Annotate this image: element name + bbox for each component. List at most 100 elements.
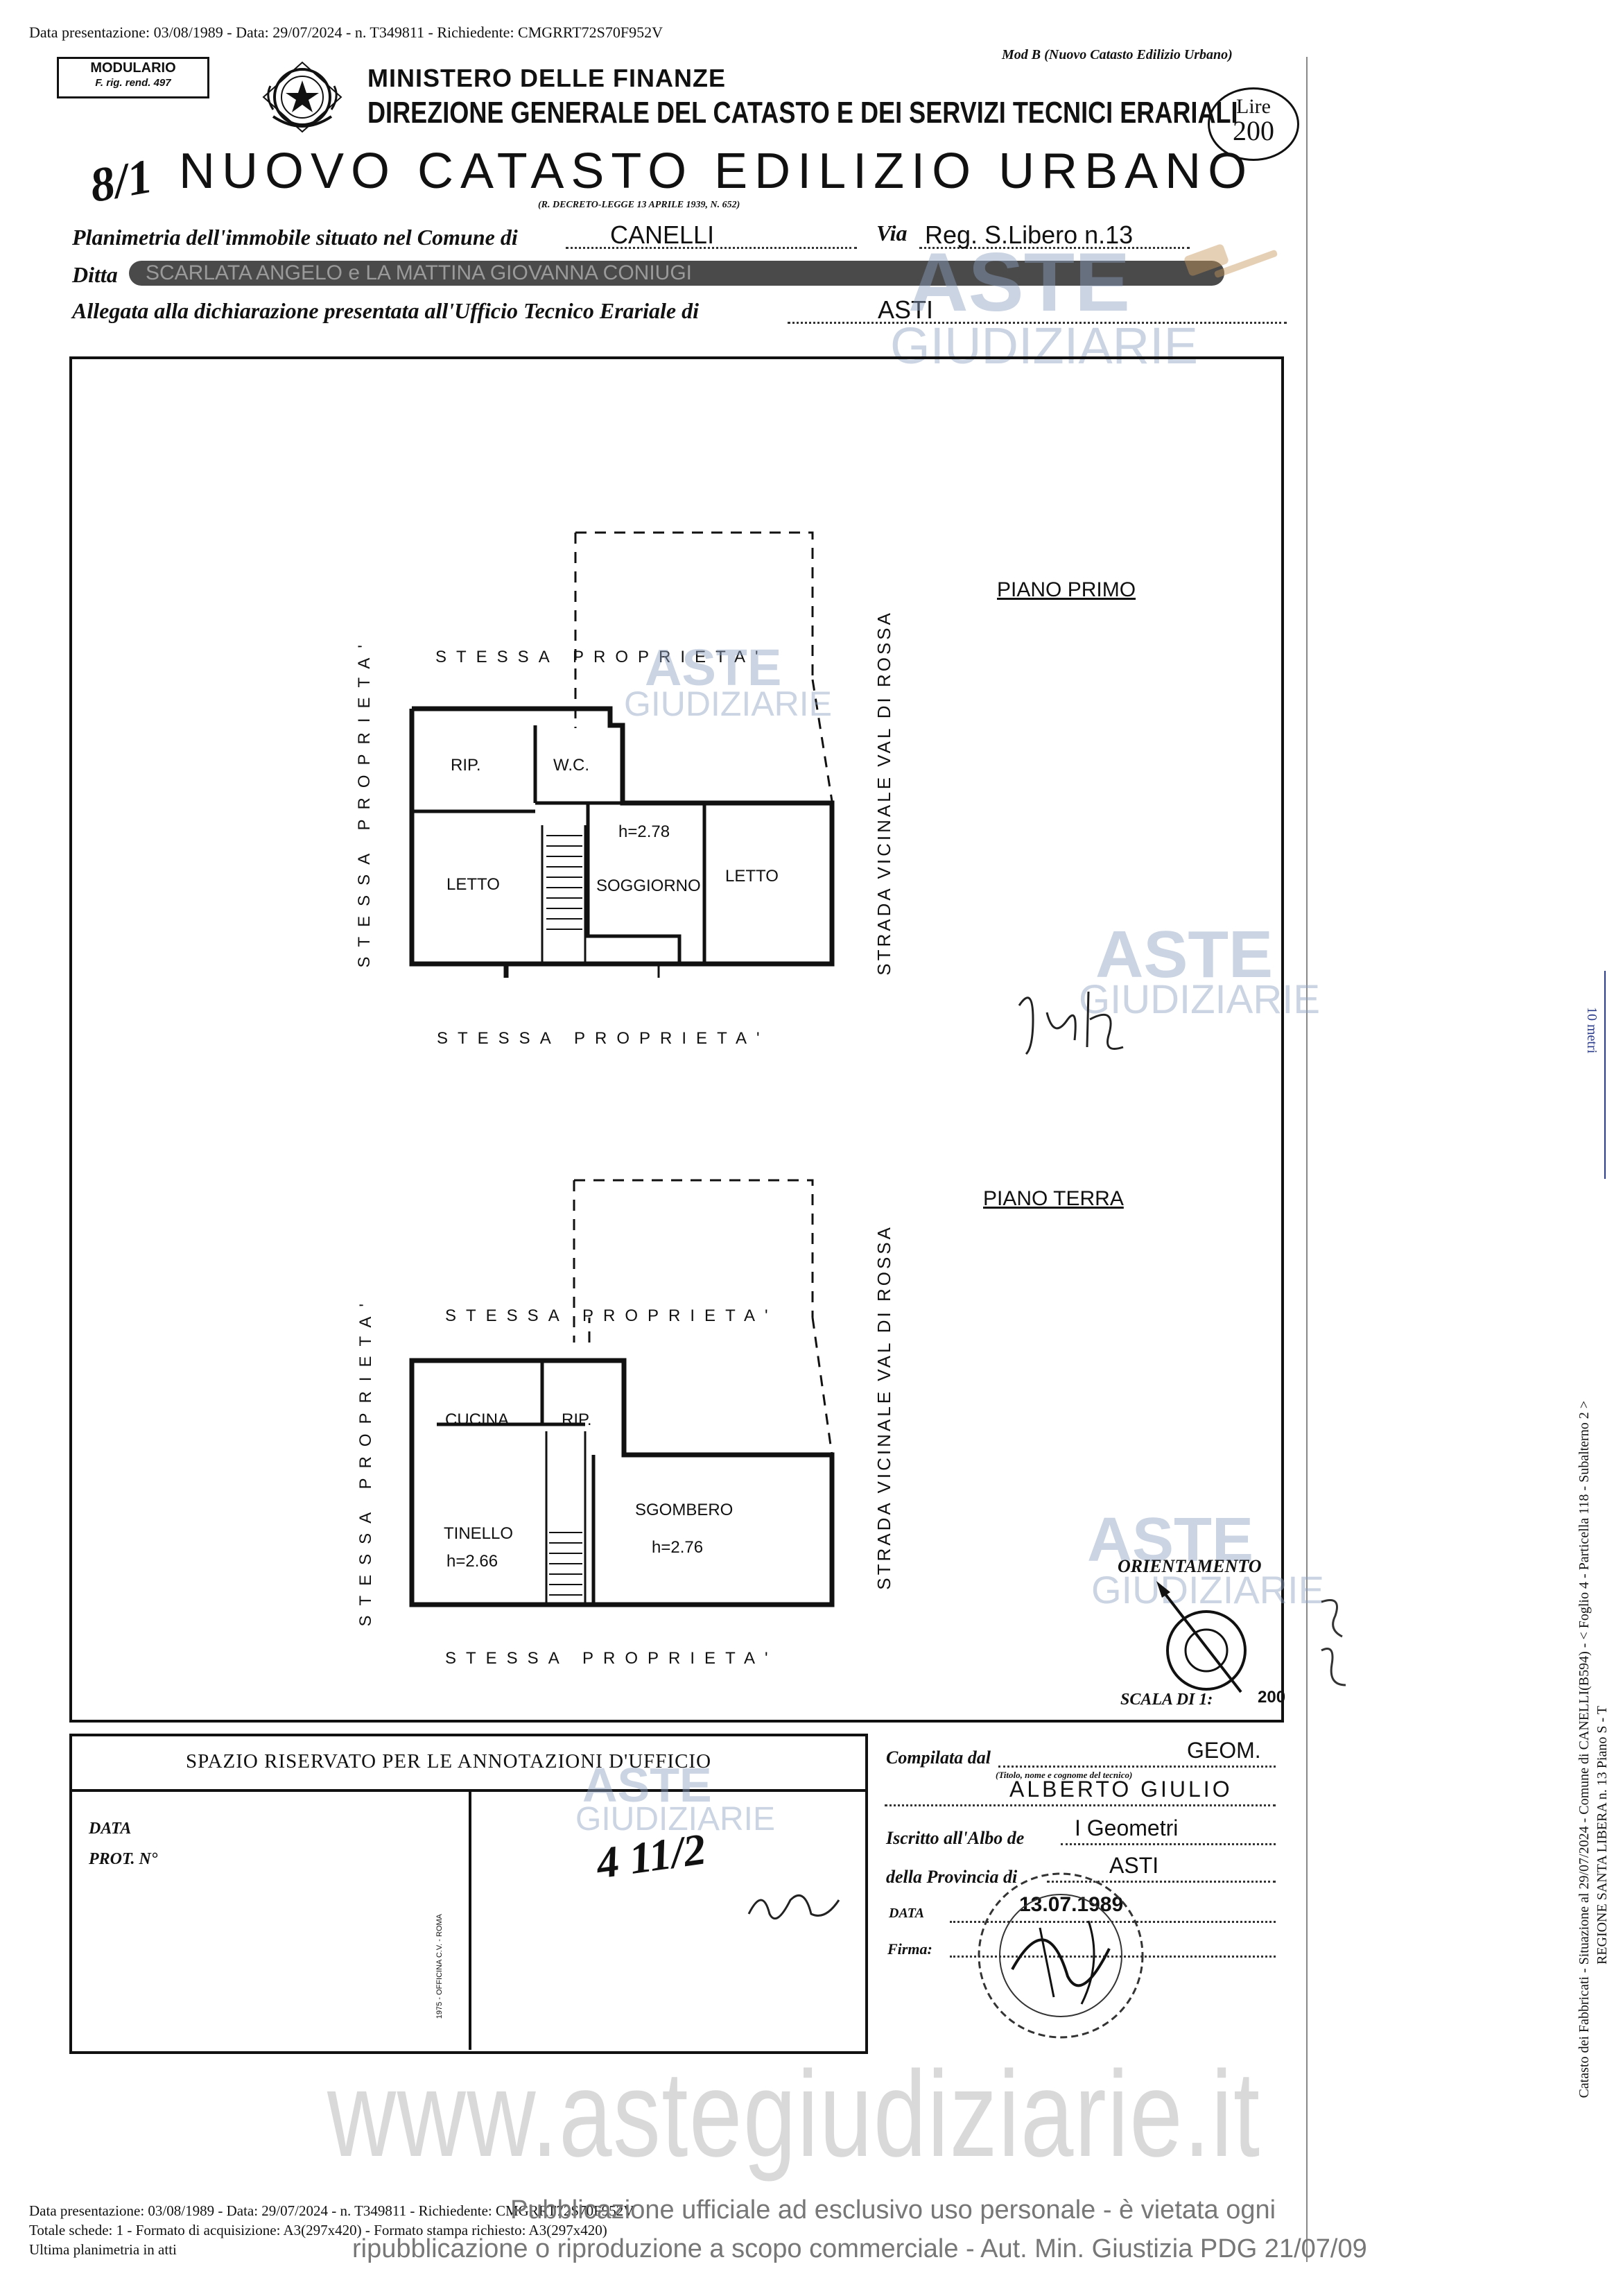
tecnico-title-value: GEOM.: [1187, 1738, 1261, 1763]
room-letto-2: LETTO: [725, 867, 779, 886]
watermark-aste-5: ASTE: [582, 1758, 712, 1812]
footer-line2: Totale schede: 1 - Formato di acquisizio…: [29, 2222, 607, 2238]
room-wc-primo: W.C.: [553, 756, 589, 775]
publication-notice-2: ripubblicazione o riproduzione a scopo c…: [352, 2234, 1367, 2263]
office-data-value: 13.07.1989: [1019, 1893, 1124, 1916]
watermark-giudiziarie-1: GIUDIZIARIE: [890, 317, 1199, 374]
decree-reference: (R. DECRETO-LEGGE 13 APRILE 1939, N. 652…: [538, 200, 740, 210]
side-info-line2: REGIONE SANTA LIBERA n. 13 Piano S - T: [1595, 1706, 1610, 1965]
firma-label: Firma:: [887, 1940, 932, 1958]
watermark-aste-3: ASTE: [1095, 917, 1274, 992]
ufficio-value: ASTI: [878, 295, 934, 324]
watermark-giudiziarie-2: GIUDIZIARIE: [624, 684, 833, 723]
room-soggiorno: SOGGIORNO: [596, 877, 701, 895]
provincia-value: ASTI: [1109, 1853, 1159, 1878]
ditta-label: Ditta: [72, 262, 118, 287]
handwritten-initials-icon: [1018, 991, 1124, 1055]
watermark-giudiziarie-4: GIUDIZIARIE: [1091, 1568, 1325, 1612]
watermark-site: www.astegiudiziarie.it: [327, 2046, 1261, 2182]
footer-line3: Ultima planimetria in atti: [29, 2241, 177, 2258]
room-height-sgombero: h=2.76: [652, 1538, 704, 1557]
ufficio-field: ASTI: [788, 295, 1287, 324]
piano-terra-bottom-label: STESSA PROPRIETA': [445, 1649, 778, 1668]
albo-value: I Geometri: [1075, 1815, 1179, 1840]
tecnico-name-value: ALBERTO GIULIO: [1009, 1777, 1233, 1802]
handwritten-scribble-icon: [747, 1894, 840, 1920]
room-rip-terra: RIP.: [562, 1410, 592, 1429]
piano-terra-title: PIANO TERRA: [983, 1187, 1124, 1210]
office-data-label-2: DATA: [889, 1906, 925, 1921]
scale-value: 200: [1258, 1688, 1286, 1707]
via-value: Reg. S.Libero n.13: [925, 221, 1134, 249]
floor-plan-piano-primo: [409, 531, 835, 978]
piano-terra-top-label: STESSA PROPRIETA': [445, 1306, 778, 1325]
gavel-watermark-icon: [1184, 244, 1278, 278]
footer-line1: Data presentazione: 03/08/1989 - Data: 2…: [29, 2202, 634, 2219]
modulario-box: MODULARIO F. rig. rend. 497: [57, 57, 209, 98]
office-prot-label: PROT. N°: [89, 1850, 158, 1868]
scale-meters-label: 10 metri: [1584, 1007, 1599, 1054]
watermark-aste-4: ASTE: [1087, 1505, 1254, 1575]
room-height-tinello: h=2.66: [446, 1552, 498, 1571]
comune-field: CANELLI: [566, 221, 857, 249]
firma-field: [950, 1931, 1276, 1958]
side-info-line1: Catasto dei Fabbricati - Situazione al 2…: [1577, 1401, 1592, 2098]
watermark-aste-1: ASTE: [908, 236, 1131, 329]
right-margin-line: [1306, 57, 1308, 2262]
lire-value: 200: [1233, 115, 1274, 146]
planimetria-label: Planimetria dell'immobile situato nel Co…: [72, 225, 518, 250]
handwritten-mark: 8/1: [85, 149, 157, 214]
iscritto-label: Iscritto all'Albo de: [886, 1828, 1025, 1848]
piano-primo-left-label: STESSA PROPRIETA': [355, 635, 374, 968]
drawing-frame: [69, 356, 1284, 1723]
piano-terra-right-label: STRADA VICINALE VAL DI ROSSA: [874, 1225, 894, 1590]
compass-icon: [1156, 1581, 1247, 1693]
compilata-note: (Titolo, nome e cognome del tecnico): [996, 1770, 1133, 1780]
tecnico-name-field: ALBERTO GIULIO: [885, 1777, 1276, 1806]
scale-label: SCALA DI 1:: [1120, 1691, 1213, 1709]
provincia-field: ASTI: [1047, 1853, 1276, 1883]
tecnico-title-field: GEOM.: [998, 1738, 1276, 1768]
office-box: [69, 1734, 868, 2054]
allegata-label: Allegata alla dichiarazione presentata a…: [72, 298, 699, 323]
modulario-sub: F. rig. rend. 497: [95, 77, 171, 89]
scale-meters-bar: [1604, 971, 1606, 1179]
watermark-giudiziarie-5: GIUDIZIARIE: [575, 1801, 776, 1838]
office-divider-v: [469, 1789, 471, 2050]
ditta-value: SCARLATA ANGELO e LA MATTINA GIOVANNA CO…: [146, 261, 692, 284]
via-label: Via: [876, 221, 908, 245]
ministry-name: MINISTERO DELLE FINANZE: [367, 64, 726, 92]
piano-terra-left-label: STESSA PROPRIETA': [356, 1294, 375, 1627]
room-letto-1: LETTO: [446, 875, 500, 894]
republic-emblem-icon: [262, 61, 342, 133]
modulario-label: MODULARIO: [90, 60, 176, 76]
piano-primo-title: PIANO PRIMO: [997, 578, 1136, 601]
header-top-line: Data presentazione: 03/08/1989 - Data: 2…: [29, 24, 663, 41]
piano-primo-bottom-label: STESSA PROPRIETA': [437, 1029, 770, 1048]
page-title: NUOVO CATASTO EDILIZIO URBANO: [179, 144, 1254, 199]
provincia-label: della Provincia di: [886, 1867, 1018, 1887]
comune-value: CANELLI: [610, 221, 715, 249]
official-seal-icon: [978, 1872, 1144, 2039]
floor-plan-piano-terra: [409, 1179, 835, 1607]
room-height-primo: h=2.78: [618, 822, 670, 841]
watermark-aste-2: ASTE: [645, 639, 782, 696]
watermark-giudiziarie-3: GIUDIZIARIE: [1079, 977, 1321, 1022]
albo-field: I Geometri: [1061, 1815, 1276, 1845]
compilata-label: Compilata dal: [886, 1747, 991, 1768]
room-cucina: CUCINA: [445, 1410, 510, 1429]
orientation-label: ORIENTAMENTO: [1118, 1556, 1262, 1576]
office-tiny-print: 1975 - OFFICINA C.V. - ROMA: [435, 1914, 444, 2019]
office-data-field: 13.07.1989: [950, 1893, 1276, 1923]
office-title: SPAZIO RISERVATO PER LE ANNOTAZIONI D'UF…: [186, 1750, 712, 1772]
lire-label: Lire: [1236, 95, 1271, 118]
mod-b-label: Mod B (Nuovo Catasto Edilizio Urbano): [1002, 47, 1233, 62]
office-data-label: DATA: [89, 1820, 132, 1838]
piano-primo-top-label: STESSA PROPRIETA': [435, 648, 768, 666]
room-tinello: TINELLO: [444, 1524, 514, 1543]
office-divider-h: [69, 1789, 865, 1792]
room-rip-primo: RIP.: [451, 756, 481, 775]
ditta-redacted-bar: SCARLATA ANGELO e LA MATTINA GIOVANNA CO…: [129, 261, 1224, 286]
room-sgombero: SGOMBERO: [635, 1501, 734, 1519]
publication-notice-1: Pubblicazione ufficiale ad esclusivo uso…: [510, 2195, 1276, 2225]
